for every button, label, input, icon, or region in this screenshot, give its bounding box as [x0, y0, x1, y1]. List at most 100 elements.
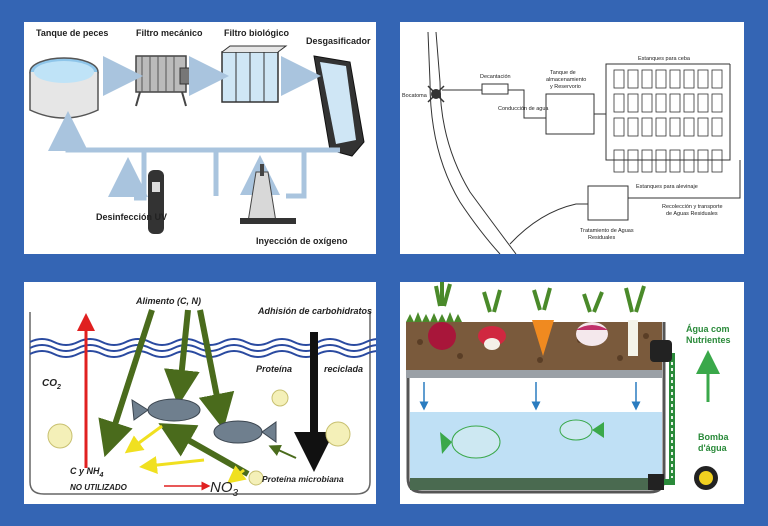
fattening-pond [627, 117, 639, 137]
river-outline [427, 31, 517, 254]
mech-filter-label: Filtro mecánico [136, 28, 203, 38]
recycled-label: reciclada [324, 364, 363, 374]
pump-label-2: d'água [698, 443, 728, 453]
breeding-ponds [613, 149, 723, 173]
aquaponics-fish-icon [440, 419, 604, 459]
pipe-inlet [648, 474, 664, 490]
fattening-pond [613, 93, 625, 113]
fattening-pond [697, 69, 709, 89]
fattening-pond [641, 93, 653, 113]
return-loop [48, 111, 340, 201]
biological-filter-icon [221, 45, 288, 103]
drain-arrows [419, 382, 641, 411]
pipe-outlet [650, 340, 672, 362]
feed-arrows [98, 309, 250, 477]
water-area [410, 412, 662, 490]
degasser-icon [313, 55, 365, 157]
fattening-pond [697, 117, 709, 137]
fattening-label: Estanques para ceba [638, 56, 691, 62]
fattening-pond [613, 69, 625, 89]
fattening-ponds [613, 69, 723, 137]
turnip-plant-icon [576, 291, 608, 346]
fattening-pond [711, 69, 723, 89]
storage-label-3: y Reservorio [550, 84, 581, 90]
uv-label: Desinfección UV [96, 212, 167, 222]
cnh4-label: C y NH4 [70, 466, 104, 479]
water-pump-icon [694, 466, 718, 490]
mechanical-filter-icon [135, 55, 197, 107]
fattening-pond [683, 69, 695, 89]
water-label-2: Nutrientes [686, 335, 731, 345]
fattening-pond [697, 93, 709, 113]
carbs-label: Adhisión de carbohidratos [257, 306, 372, 316]
biofloc-panel: Alimento (C, N) Adhisión de carbohidrato… [24, 282, 376, 504]
food-label: Alimento (C, N) [135, 296, 201, 306]
bio-filter-label: Filtro biológico [224, 28, 289, 38]
water-surface-waves [29, 338, 376, 358]
unused-label: NO UTILIZADO [70, 483, 128, 492]
breeding-label: Estanques para alevinaje [636, 184, 698, 190]
collection-label-2: de Aguas Residuales [666, 211, 718, 217]
fattening-pond [655, 69, 667, 89]
breeding-pond [655, 149, 667, 173]
breeding-pond [613, 149, 625, 173]
beet-plant-icon [428, 282, 456, 350]
sedimentation-box [481, 83, 509, 95]
fattening-pond [683, 93, 695, 113]
fattening-pond [711, 93, 723, 113]
ras-panel: Tanque de peces Filtro mecánico [24, 22, 376, 254]
treatment-label-1: Tratamiento de Aguas [580, 228, 634, 234]
fish-tank-icon [29, 57, 99, 119]
farm-layout-panel: Bocatoma Decantación Conducción de agua … [400, 22, 744, 254]
storage-tank-box [545, 93, 595, 135]
degasser-label: Desgasificador [306, 36, 371, 46]
fattening-pond [655, 117, 667, 137]
storage-label-1: Tanque de [550, 70, 576, 76]
fattening-pond [683, 117, 695, 137]
fattening-pond [655, 93, 667, 113]
oxygen-label: Inyección de oxígeno [256, 236, 348, 246]
leek-plant-icon [624, 285, 646, 356]
microbe-icon [47, 389, 351, 486]
soil-texture [417, 333, 649, 363]
treatment-box [587, 185, 629, 221]
storage-label-2: almacenamiento [546, 77, 586, 83]
carrot-plant-icon [532, 287, 554, 356]
grass [406, 312, 462, 322]
microbial-arrow [268, 445, 297, 459]
aquaponics-panel: Água com Nutrientes Bomba d'água [400, 282, 744, 504]
breeding-pond [711, 149, 723, 173]
breeding-pond [641, 149, 653, 173]
sedimentation-label: Decantación [480, 74, 511, 80]
waste-arrows [124, 424, 247, 484]
tank-bottom [410, 478, 662, 490]
radish-plant-icon [478, 289, 506, 350]
breeding-pond [627, 149, 639, 173]
protein-label: Proteína [256, 364, 292, 374]
grow-bed-tray [406, 370, 662, 378]
tank-label: Tanque de peces [36, 28, 108, 38]
distribution-pipes [594, 63, 731, 161]
collection-label-1: Recolección y transporte [662, 204, 723, 210]
water-label-1: Água com [686, 324, 730, 334]
breeding-pond [669, 149, 681, 173]
basin-outline [29, 312, 371, 495]
intake-label: Bocatoma [402, 93, 428, 99]
fattening-pond [669, 117, 681, 137]
breeding-pond [683, 149, 695, 173]
no3-label: NO3 [210, 479, 239, 499]
uv-lamp-icon [148, 170, 164, 234]
fattening-pond [627, 69, 639, 89]
wastewater-pipes [509, 160, 741, 245]
treatment-label-2: Residuales [588, 235, 615, 241]
fattening-pond [669, 69, 681, 89]
fattening-pond [613, 117, 625, 137]
intake-icon [427, 85, 445, 103]
co2-label: CO2 [42, 378, 61, 391]
pump-label-1: Bomba [698, 432, 729, 442]
fattening-pond [669, 93, 681, 113]
microbial-label: Proteína microbiana [262, 474, 344, 484]
fish-icon [131, 398, 277, 444]
breeding-pond [697, 149, 709, 173]
